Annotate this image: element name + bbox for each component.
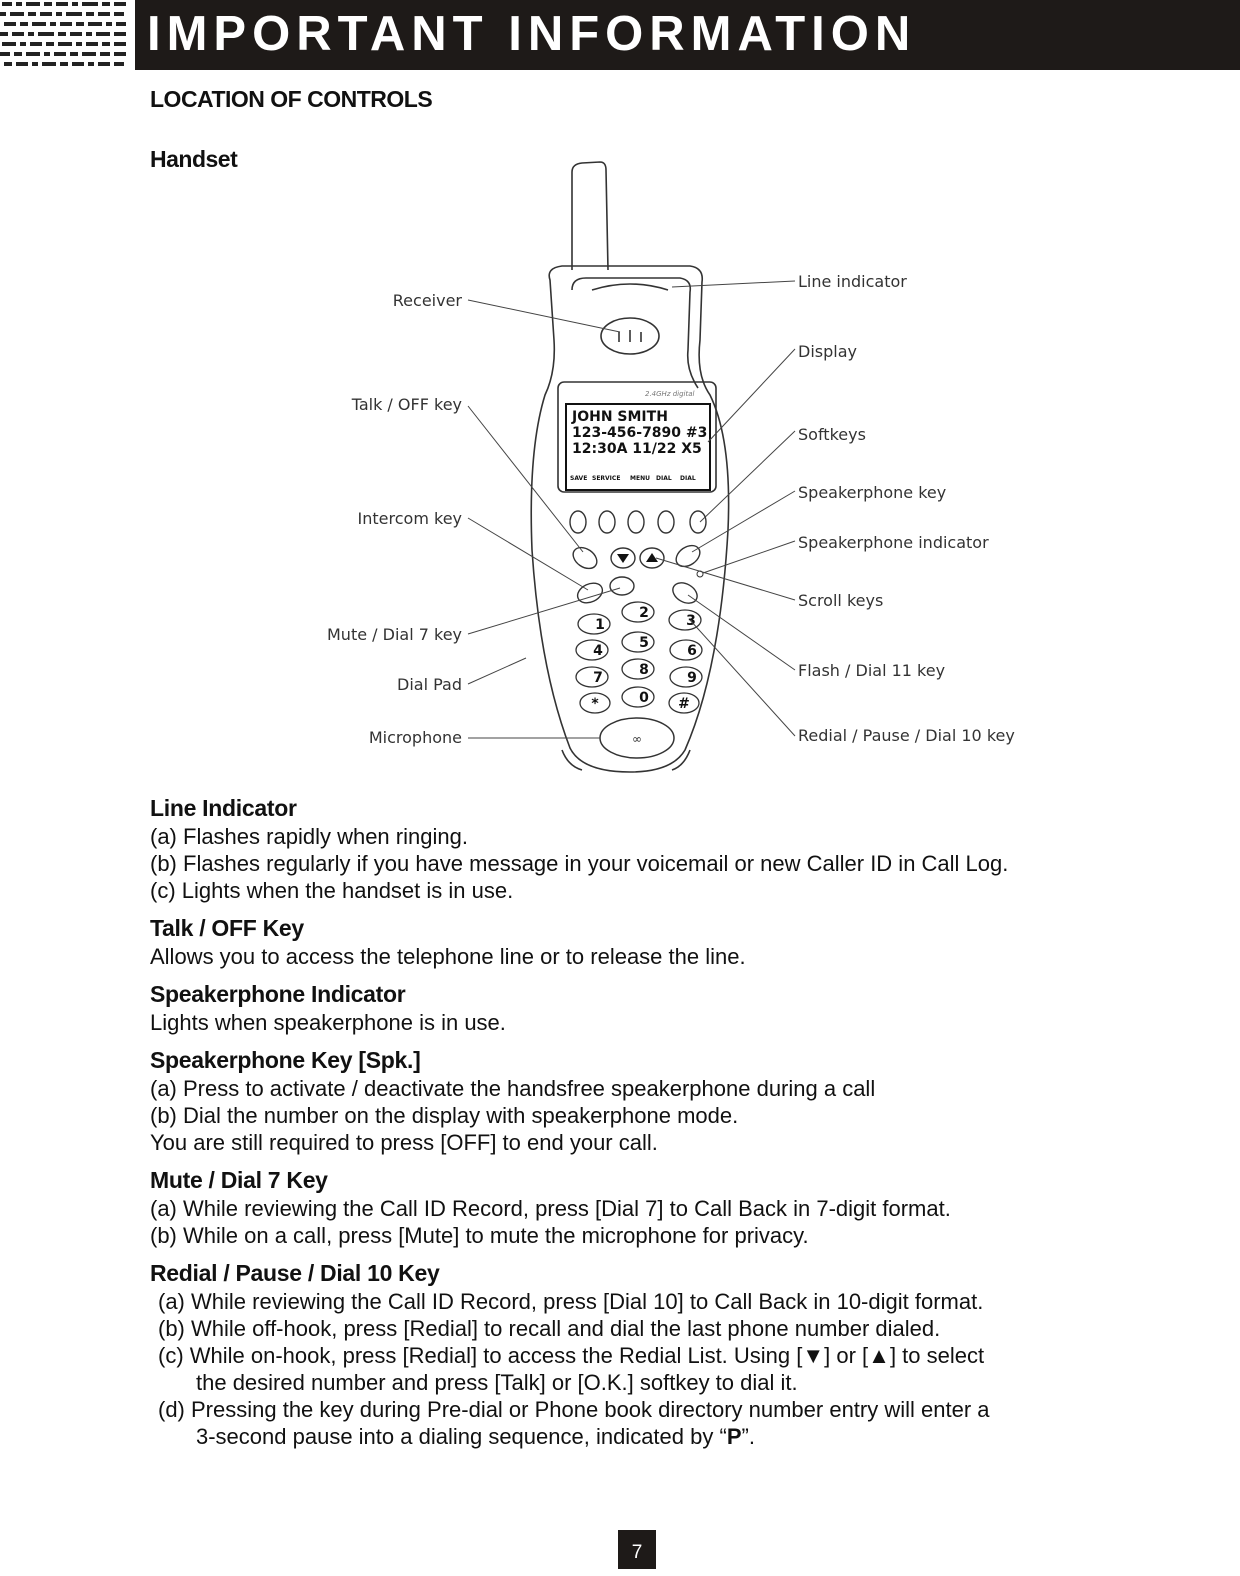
label-intercom-key: Intercom key (358, 509, 462, 528)
screen-softkey-label: MENU (630, 475, 650, 482)
screen-softkey-label: DIAL (656, 475, 672, 482)
label-redial-pause-dial10-key: Redial / Pause / Dial 10 key (798, 726, 1015, 745)
text-line: the desired number and press [Talk] or [… (196, 1370, 798, 1395)
section-speakerphone-key: Speakerphone Key [Spk.] (a) Press to act… (150, 1045, 1180, 1156)
section-heading: Speakerphone Key [Spk.] (150, 1047, 421, 1073)
text-line: (a) Press to activate / deactivate the h… (150, 1076, 876, 1101)
text-line: (b) Flashes regularly if you have messag… (150, 851, 1009, 876)
label-line-indicator: Line indicator (798, 272, 907, 291)
screen-line-2: 123-456-7890 #3 (572, 425, 707, 441)
key-1: 1 (595, 617, 605, 633)
key-6: 6 (687, 643, 697, 659)
page-number: 7 (618, 1530, 656, 1569)
key-4: 4 (593, 643, 603, 659)
talk-key-shape (572, 546, 598, 570)
section-talk-off-key: Talk / OFF Key Allows you to access the … (150, 913, 1180, 970)
dial-pad-shape: 1 2 3 4 5 6 7 8 9 * 0 # (575, 601, 703, 714)
label-talk-off-key: Talk / OFF key (351, 395, 462, 414)
svg-text:∞: ∞ (632, 732, 642, 746)
text-line: Allows you to access the telephone line … (150, 944, 746, 969)
key-hash: # (678, 696, 690, 712)
mute-key-shape (609, 576, 635, 596)
section-heading: Speakerphone Indicator (150, 981, 406, 1007)
text-line: 3-second pause into a dialing sequence, … (150, 1423, 1180, 1450)
text-line: (d) Pressing the key during Pre-dial or … (158, 1397, 990, 1422)
label-scroll-keys: Scroll keys (798, 591, 883, 610)
section-redial-pause-dial10-key: Redial / Pause / Dial 10 Key (a) While r… (150, 1258, 1180, 1450)
softkeys-shape (569, 510, 707, 534)
header-banner: IMPORTANT INFORMATION (135, 0, 1240, 70)
key-8: 8 (639, 662, 649, 678)
label-speakerphone-key: Speakerphone key (798, 483, 946, 502)
handset-body (530, 265, 730, 773)
label-flash-dial11-key: Flash / Dial 11 key (798, 661, 945, 680)
section-heading: Mute / Dial 7 Key (150, 1167, 328, 1193)
intercom-key-shape (576, 582, 604, 604)
label-mute-dial7-key: Mute / Dial 7 key (327, 625, 462, 644)
screen-softkey-label: DIAL (680, 475, 696, 482)
screen-line-1: JOHN SMITH (571, 409, 668, 425)
antenna (571, 161, 609, 271)
screen-line-3: 12:30A 11/22 X5 (572, 441, 702, 457)
label-softkeys: Softkeys (798, 425, 866, 444)
text-line: (a) While reviewing the Call ID Record, … (150, 1196, 951, 1221)
text-line: (c) Lights when the handset is in use. (150, 878, 514, 903)
section-title: LOCATION OF CONTROLS (150, 86, 433, 112)
key-star: * (591, 696, 599, 712)
text-fragment: 3-second pause into a dialing sequence, … (196, 1424, 727, 1449)
receiver-shape (600, 317, 660, 355)
section-heading: Line Indicator (150, 795, 297, 821)
subsection-title: Handset (150, 146, 238, 172)
display-shape (557, 381, 717, 493)
key-9: 9 (687, 670, 697, 686)
text-line: (a) Flashes rapidly when ringing. (150, 824, 468, 849)
text-line: (c) While on-hook, press [Redial] to acc… (158, 1343, 985, 1368)
section-heading: Talk / OFF Key (150, 915, 304, 941)
handset-diagram: 2.4GHz digital JOHN SMITH 123-456-7890 #… (300, 150, 1040, 785)
section-mute-dial7-key: Mute / Dial 7 Key (a) While reviewing th… (150, 1165, 1180, 1249)
speakerphone-key-shape (675, 544, 701, 568)
flash-key-shape (672, 582, 698, 604)
text-line: (b) Dial the number on the display with … (150, 1103, 739, 1128)
text-line: You are still required to press [OFF] to… (150, 1130, 658, 1155)
key-2: 2 (639, 605, 649, 621)
section-speakerphone-indicator: Speakerphone Indicator Lights when speak… (150, 979, 1180, 1036)
screen-softkey-label: SERVICE (592, 475, 620, 482)
text-line: (b) While off-hook, press [Redial] to re… (158, 1316, 941, 1341)
key-5: 5 (639, 635, 649, 651)
pause-symbol: P (726, 1424, 742, 1449)
text-line: Lights when speakerphone is in use. (150, 1010, 506, 1035)
text-fragment: ”. (741, 1424, 755, 1449)
label-display: Display (798, 342, 857, 361)
section-heading: Redial / Pause / Dial 10 Key (150, 1260, 440, 1286)
label-microphone: Microphone (369, 728, 462, 747)
section-line-indicator: Line Indicator (a) Flashes rapidly when … (150, 793, 1180, 904)
screen-softkey-label: SAVE (570, 475, 587, 482)
key-0: 0 (639, 690, 649, 706)
label-receiver: Receiver (393, 291, 463, 310)
page-title: IMPORTANT INFORMATION (147, 7, 917, 61)
svg-text:2.4GHz digital: 2.4GHz digital (645, 390, 695, 398)
label-speakerphone-indicator: Speakerphone indicator (798, 533, 989, 552)
key-7: 7 (593, 670, 603, 686)
descriptions: Line Indicator (a) Flashes rapidly when … (150, 793, 1180, 1459)
logo-pattern (0, 0, 128, 70)
text-line: (b) While on a call, press [Mute] to mut… (150, 1223, 809, 1248)
text-line: (a) While reviewing the Call ID Record, … (158, 1289, 984, 1314)
line-indicator-shape (591, 283, 669, 291)
label-dial-pad: Dial Pad (397, 675, 462, 694)
